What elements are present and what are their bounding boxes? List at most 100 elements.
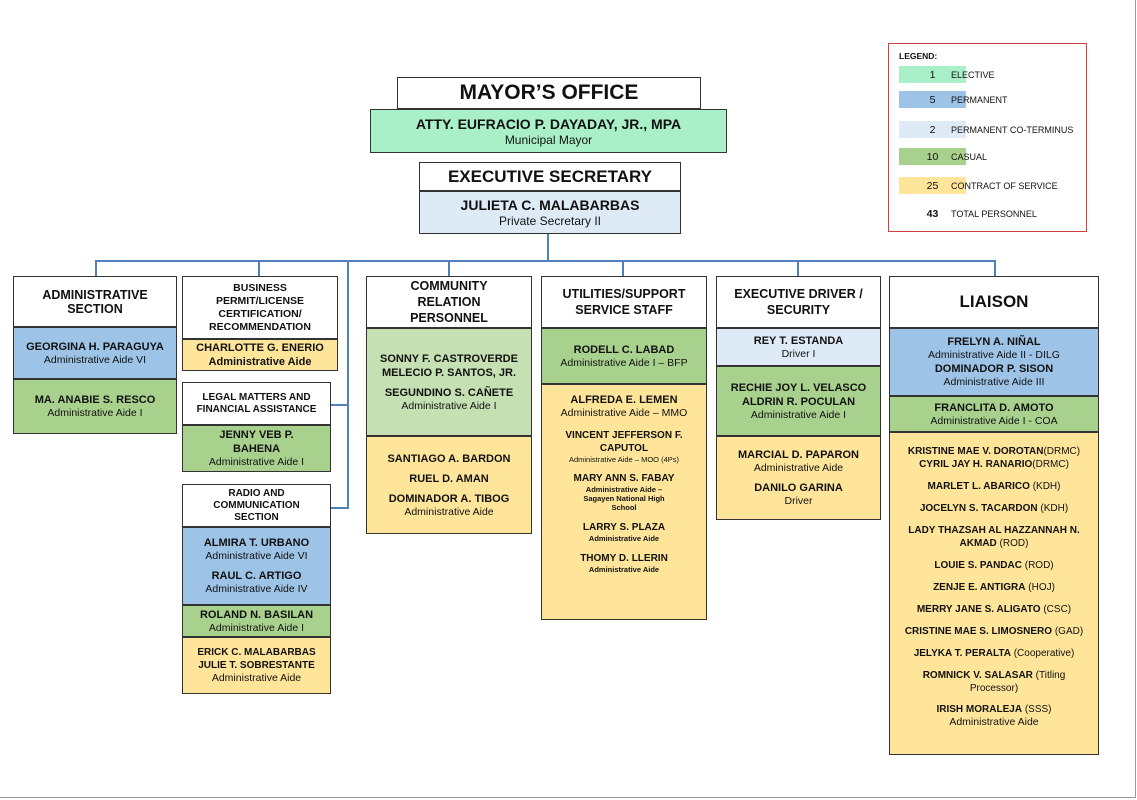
person-name: ALDRIN R. POCULAN <box>741 395 856 408</box>
radio-cos-group: ERICK C. MALABARBAS JULIE T. SOBRESTANTE… <box>182 637 331 694</box>
connector-liaison <box>994 260 996 276</box>
legend-label-casual: CASUAL <box>951 152 988 162</box>
person-name: LARRY S. PLAZA <box>582 522 666 533</box>
person-name: MARY ANN S. FABAY <box>573 473 675 484</box>
admin-person-resco: MA. ANABIE S. RESCO Administrative Aide … <box>13 379 177 434</box>
liaison-cos-item: IRISH MORALEJA (SSS) <box>936 703 1051 716</box>
person-name: FRELYN A. NIÑAL <box>947 336 1041 348</box>
person-position: Administrative Aide <box>211 672 302 684</box>
legend-swatch-coterminus: 2 <box>899 121 966 138</box>
person-position: Administrative Aide I - COA <box>930 414 1058 427</box>
liaison-cos-group: KRISTINE MAE V. DOROTAN(DRMC) CYRIL JAY … <box>889 432 1099 755</box>
person-office: (ROD) <box>1021 560 1054 571</box>
connector-business <box>258 260 260 276</box>
person-name: REY T. ESTANDA <box>753 334 844 347</box>
person-name: SEGUNDINO S. CAÑETE <box>384 386 514 399</box>
legend-swatch-contract: 25 <box>899 177 966 194</box>
person-name: RECHIE JOY L. VELASCO <box>730 381 867 394</box>
admin-person-paraguya: GEORGINA H. PARAGUYA Administrative Aide… <box>13 327 177 379</box>
person-name: SONNY F. CASTROVERDE <box>380 352 518 365</box>
legend-label-permanent: PERMANENT <box>951 95 1008 105</box>
person-name: JENNY VEB P. BAHENA <box>219 429 294 455</box>
person-position: Administrative Aide <box>404 505 494 518</box>
person-name: MARLET L. ABARICO <box>927 481 1030 492</box>
liaison-cos-item: MERRY JANE S. ALIGATO (CSC) <box>917 603 1071 616</box>
connector-radio <box>331 507 349 509</box>
person-name: RODELL C. LABAD <box>573 343 675 356</box>
legend-label-elective: ELECTIVE <box>951 70 995 80</box>
person-name: ROMNICK V. SALASAR <box>922 670 1033 681</box>
liaison-cos-item: JOCELYN S. TACARDON (KDH) <box>920 502 1068 515</box>
person-position: Administrative Aide VI <box>205 550 308 562</box>
exec-sec-name: JULIETA C. MALABARBAS <box>460 197 640 213</box>
legend-total-label: TOTAL PERSONNEL <box>951 209 1037 219</box>
legend-label-contract: CONTRACT OF SERVICE <box>951 181 1058 191</box>
person-name: DOMINADOR P. SISON <box>934 363 1054 375</box>
person-position: Administrative Aide <box>949 716 1039 728</box>
person-position: Administrative Aide I <box>208 621 305 634</box>
person-name: DANILO GARINA <box>754 482 843 494</box>
person-name: ALFREDA E. LEMEN <box>570 394 678 406</box>
liaison-person-amoto: FRANCLITA D. AMOTO Administrative Aide I… <box>889 396 1099 432</box>
person-office: (DRMC) <box>1043 446 1081 457</box>
person-name: FRANCLITA D. AMOTO <box>934 401 1054 414</box>
liaison-cos-item: ROMNICK V. SALASAR (Titling Processor) <box>890 669 1098 695</box>
person-office: (GAD) <box>1052 626 1084 637</box>
person-name: LOUIE S. PANDAC <box>934 560 1022 571</box>
person-name: KRISTINE MAE V. DOROTAN <box>907 446 1044 457</box>
utilities-cos-group: ALFREDA E. LEMEN Administrative Aide – M… <box>541 384 707 620</box>
person-name: MARCIAL D. PAPARON <box>738 449 859 461</box>
connector-community <box>448 260 450 276</box>
community-title: COMMUNITY RELATION PERSONNEL <box>366 276 532 328</box>
legal-title: LEGAL MATTERS AND FINANCIAL ASSISTANCE <box>182 382 331 425</box>
person-name: ROLAND N. BASILAN <box>199 608 314 621</box>
connector-admin <box>95 260 97 276</box>
person-name: MA. ANABIE S. RESCO <box>34 394 156 406</box>
person-office: (CSC) <box>1040 604 1072 615</box>
person-name: ALMIRA T. URBANO <box>203 537 310 549</box>
person-name: GEORGINA H. PARAGUYA <box>26 340 164 353</box>
legend-box <box>888 43 1087 232</box>
person-name: RUEL D. AMAN <box>409 472 489 485</box>
person-name: CYRIL JAY H. RANARIO <box>919 459 1033 470</box>
person-position: Administrative Aide – Sagayen National H… <box>583 485 665 512</box>
person-position: Administrative Aide I <box>401 399 497 412</box>
person-position: Administrative Aide <box>208 356 312 368</box>
connector-horizontal <box>95 260 996 262</box>
person-name: DOMINADOR A. TIBOG <box>388 492 510 505</box>
connector-trunk <box>547 234 549 261</box>
person-name: CRISTINE MAE S. LIMOSNERO <box>904 626 1053 637</box>
exec-sec-card: JULIETA C. MALABARBAS Private Secretary … <box>419 191 681 234</box>
person-office: (Titling Processor) <box>969 670 1066 694</box>
person-name: JELYKA T. PERALTA <box>913 648 1011 659</box>
person-position: Administrative Aide – MMO <box>560 407 688 419</box>
person-name: ZENJE E. ANTIGRA <box>933 582 1026 593</box>
person-position: Administrative Aide I <box>47 407 143 419</box>
legend-label-coterminus: PERMANENT CO-TERMINUS <box>951 125 1074 135</box>
mayor-position: Municipal Mayor <box>504 132 593 147</box>
person-name: ERICK C. MALABARBAS <box>197 647 316 658</box>
admin-title: ADMINISTRATIVE SECTION <box>13 276 177 327</box>
exec-sec-title: EXECUTIVE SECRETARY <box>419 162 681 191</box>
legend-swatch-casual: 10 <box>899 148 966 165</box>
driver-person-estanda: REY T. ESTANDA Driver I <box>716 328 881 366</box>
liaison-permanent-group: FRELYN A. NIÑAL Administrative Aide II -… <box>889 328 1099 396</box>
connector-side-vertical <box>347 260 349 508</box>
person-name: MELECIO P. SANTOS, JR. <box>381 366 517 379</box>
radio-title: RADIO AND COMMUNICATION SECTION <box>182 484 331 527</box>
business-title: BUSINESS PERMIT/LICENSE CERTIFICATION/ R… <box>182 276 338 339</box>
person-position: Administrative Aide I – BFP <box>560 356 688 369</box>
mayor-card: ATTY. EUFRACIO P. DAYADAY, JR., MPA Muni… <box>370 109 727 153</box>
person-position: Driver <box>784 495 813 507</box>
driver-casual-group: RECHIE JOY L. VELASCO ALDRIN R. POCULAN … <box>716 366 881 436</box>
person-position: Administrative Aide I <box>208 456 305 468</box>
person-office: (SSS) <box>1022 704 1052 715</box>
person-office: (KDH) <box>1029 481 1061 492</box>
legal-person-bahena: JENNY VEB P. BAHENA Administrative Aide … <box>182 425 331 472</box>
person-position: Administrative Aide II - DILG <box>928 349 1060 361</box>
liaison-cos-item: KRISTINE MAE V. DOROTAN(DRMC) <box>908 445 1080 458</box>
person-name: LADY THAZSAH AL HAZZANNAH N. AKMAD <box>908 525 1080 549</box>
person-name: RAUL C. ARTIGO <box>211 570 302 582</box>
liaison-cos-item: ZENJE E. ANTIGRA (HOJ) <box>933 581 1055 594</box>
